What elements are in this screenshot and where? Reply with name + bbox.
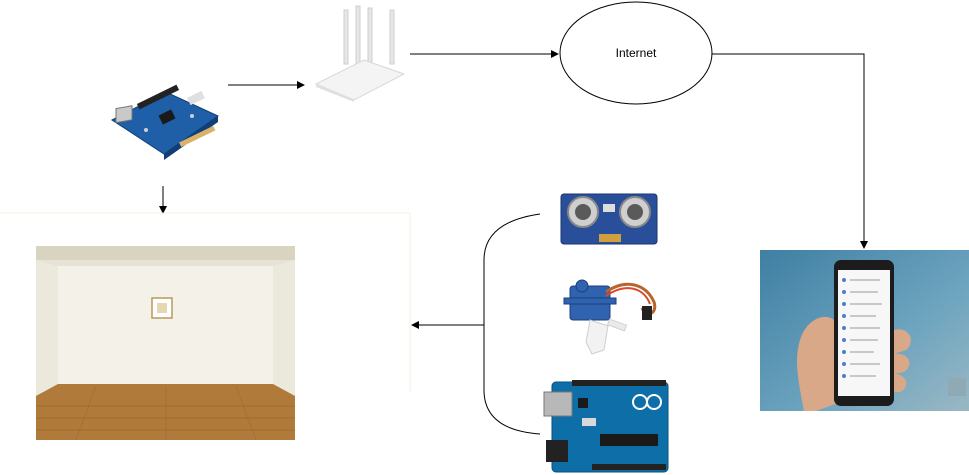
sensor-group-bracket bbox=[483, 213, 541, 435]
empty-room-image bbox=[36, 246, 295, 440]
wifi-router-image bbox=[314, 4, 406, 102]
ultrasonic-sensor-image bbox=[559, 188, 659, 250]
internet-node: Internet bbox=[559, 1, 713, 105]
servo-motor-image bbox=[562, 272, 658, 356]
ethernet-shield-image bbox=[108, 80, 220, 160]
smartphone-image bbox=[760, 250, 969, 411]
arduino-uno-image bbox=[542, 376, 670, 474]
arrow-internet-to-phone bbox=[712, 53, 868, 249]
internet-label: Internet bbox=[615, 46, 657, 60]
